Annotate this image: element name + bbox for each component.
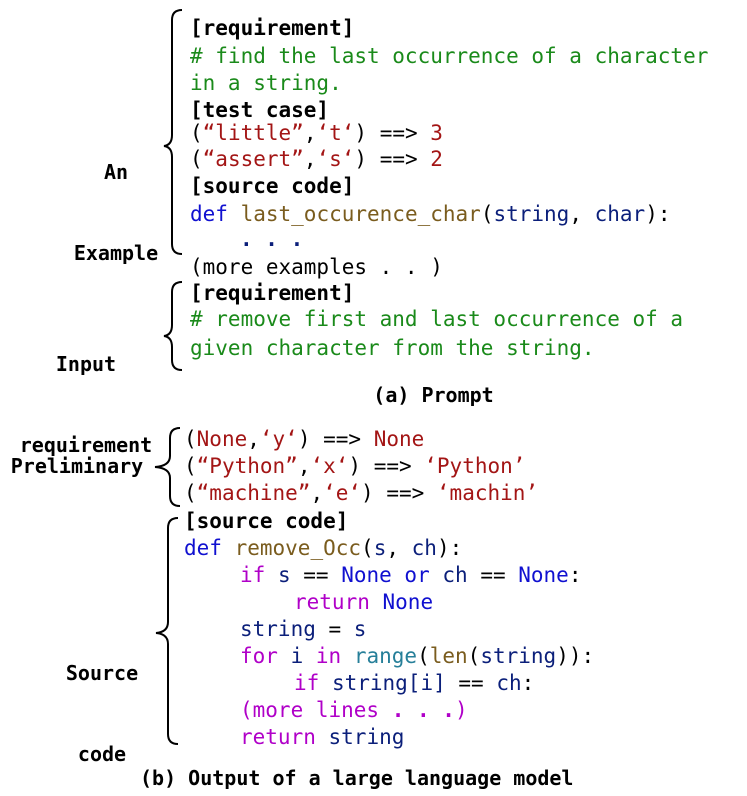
requirement-comment-line-2: in a string.: [190, 71, 342, 95]
output-source-header: [source code]: [184, 509, 349, 533]
input-comment-line-2: given character from the string.: [190, 336, 595, 360]
preliminary-label: Preliminary: [10, 454, 144, 478]
source-code-header: [source code]: [190, 174, 355, 198]
test-case-header: [test case]: [190, 98, 330, 122]
code-line-inner-if: if string[i] == ch:: [294, 671, 535, 695]
more-examples: (more examples . . ): [190, 255, 443, 279]
test-case-1: (“little”,‘t‘) ==> 3: [190, 121, 443, 145]
requirement-header: [requirement]: [190, 16, 355, 40]
preliminary-line-2: (“Python”,‘x‘) ==> ‘Python’: [184, 454, 526, 478]
brace-source: [155, 517, 179, 745]
code-line-def: def remove_Occ(s, ch):: [184, 536, 463, 560]
caption-output: (b) Output of a large language model: [140, 766, 574, 790]
example-def-line: def last_occurence_char(string, char):: [190, 202, 671, 226]
example-ellipsis: . . .: [240, 227, 304, 251]
brace-example: [163, 9, 183, 255]
brace-preliminary: [154, 427, 181, 507]
caption-prompt: (a) Prompt: [373, 383, 494, 407]
input-requirement-label: Input requirement: [19, 352, 153, 457]
code-line-assign: string = s: [240, 617, 367, 641]
source-code-label: Source code: [65, 661, 139, 766]
test-case-2: (“assert”,‘s‘) ==> 2: [190, 147, 443, 171]
code-line-more: (more lines . . .): [240, 698, 468, 722]
preliminary-line-1: (None,‘y‘) ==> None: [184, 427, 425, 451]
brace-input: [163, 281, 183, 371]
requirement-comment-line-1: # find the last occurrence of a characte…: [190, 44, 709, 68]
example-label: An Example: [73, 160, 159, 265]
code-line-for: for i in range(len(string)):: [240, 644, 595, 668]
input-requirement-header: [requirement]: [190, 281, 355, 305]
input-comment-line-1: # remove first and last occurrence of a: [190, 307, 684, 331]
code-line-if: if s == None or ch == None:: [240, 563, 582, 587]
code-line-return-none: return None: [294, 590, 434, 614]
preliminary-line-3: (“machine”,‘e‘) ==> ‘machin’: [184, 481, 539, 505]
code-line-return-string: return string: [240, 725, 405, 749]
